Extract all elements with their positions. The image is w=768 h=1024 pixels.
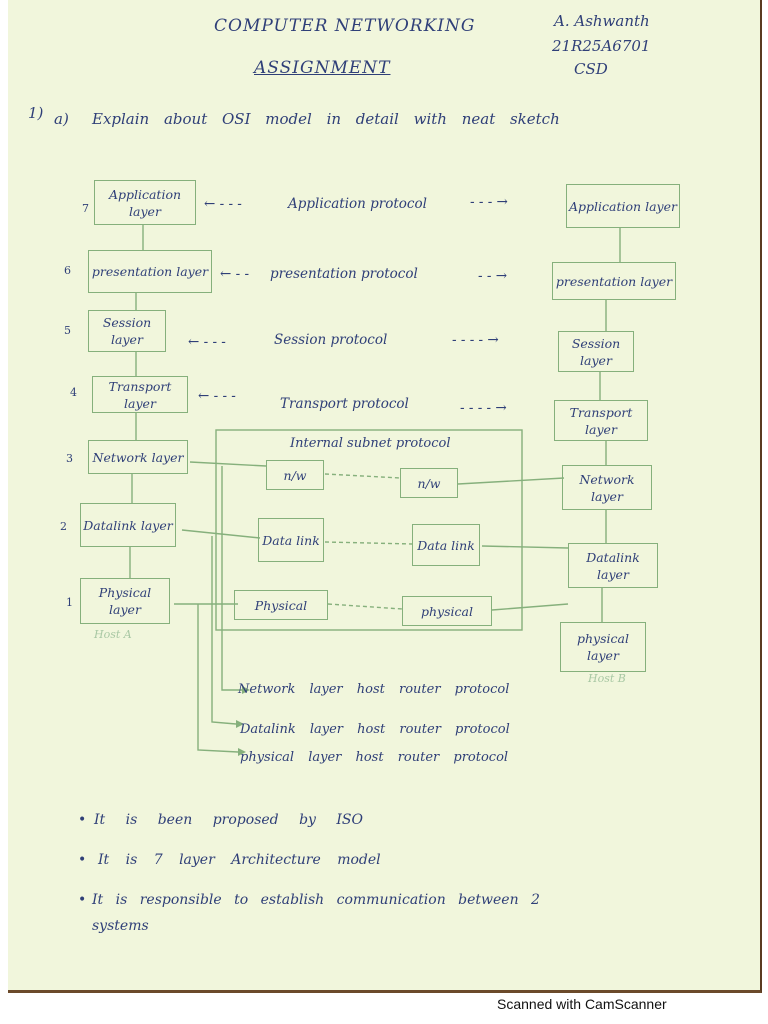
subnet-nw-left: n/w: [266, 460, 324, 490]
host-a-transport-layer: Transport layer: [92, 376, 188, 413]
scanner-label: Scanned with CamScanner: [497, 996, 667, 1012]
application-protocol: Application protocol: [288, 196, 427, 212]
legend-physical: physical layer host router protocol: [240, 750, 509, 765]
presentation-protocol: presentation protocol: [270, 266, 418, 282]
host-a-presentation-layer: presentation layer: [88, 250, 212, 293]
arrow-right-icon: - - - - →: [460, 400, 507, 416]
student-name: A. Ashwanth: [554, 12, 650, 30]
host-a-session-layer: Session layer: [88, 310, 166, 352]
layer-number: 7: [82, 202, 89, 215]
arrow-left-icon: ← - - -: [188, 334, 226, 350]
layer-number: 6: [64, 264, 71, 277]
host-b-transport-layer: Transport layer: [554, 400, 648, 441]
page-title: COMPUTER NETWORKING: [214, 16, 476, 36]
arrow-left-icon: ← - -: [220, 266, 250, 282]
note-item: It is been proposed by ISO: [94, 812, 363, 828]
host-b-datalink-layer: Datalink layer: [568, 543, 658, 588]
note-item-continued: systems: [92, 918, 149, 934]
legend-datalink: Datalink layer host router protocol: [240, 722, 510, 737]
roll-number: 21R25A6701: [552, 37, 651, 55]
question-text: Explain about OSI model in detail with n…: [92, 110, 560, 128]
scanned-page: COMPUTER NETWORKING ASSIGNMENT A. Ashwan…: [8, 0, 762, 993]
layer-number: 4: [70, 386, 77, 399]
arrow-right-icon: - - →: [478, 268, 508, 284]
host-b-session-layer: Session layer: [558, 331, 634, 372]
subnet-datalink-right: Data link: [412, 524, 480, 566]
branch: CSD: [574, 60, 608, 78]
subnet-physical-right: physical: [402, 596, 492, 626]
session-protocol: Session protocol: [274, 332, 388, 348]
question-number: 1): [28, 104, 44, 122]
arrow-left-icon: ← - - -: [198, 388, 236, 404]
transport-protocol: Transport protocol: [280, 396, 409, 412]
subnet-physical-left: Physical: [234, 590, 328, 620]
bullet-icon: •: [78, 892, 87, 908]
layer-number: 2: [60, 520, 67, 533]
note-item: It is 7 layer Architecture model: [98, 852, 381, 868]
host-b-physical-layer: physical layer: [560, 622, 646, 672]
diagram-lines: [129, 225, 621, 756]
page-subtitle: ASSIGNMENT: [254, 58, 391, 78]
bullet-icon: •: [78, 812, 87, 828]
layer-number: 3: [66, 452, 73, 465]
subnet-nw-right: n/w: [400, 468, 458, 498]
host-b-presentation-layer: presentation layer: [552, 262, 676, 300]
layer-number: 5: [64, 324, 71, 337]
host-b-label: Host B: [588, 672, 626, 685]
bullet-icon: •: [78, 852, 87, 868]
subnet-title: Internal subnet protocol: [290, 436, 451, 451]
legend-network: Network layer host router protocol: [238, 682, 510, 697]
host-b-application-layer: Application layer: [566, 184, 680, 228]
note-item: It is responsible to establish communica…: [92, 892, 540, 908]
question-part: a): [54, 110, 69, 128]
host-a-physical-layer: Physical layer: [80, 578, 170, 624]
host-b-network-layer: Network layer: [562, 465, 652, 510]
arrow-right-icon: - - - →: [470, 194, 508, 210]
host-a-application-layer: Application layer: [94, 180, 196, 225]
host-a-network-layer: Network layer: [88, 440, 188, 474]
host-a-label: Host A: [94, 628, 132, 641]
layer-number: 1: [66, 596, 73, 609]
host-a-datalink-layer: Datalink layer: [80, 503, 176, 547]
arrow-left-icon: ← - - -: [204, 196, 242, 212]
arrow-right-icon: - - - - →: [452, 332, 499, 348]
subnet-datalink-left: Data link: [258, 518, 324, 562]
